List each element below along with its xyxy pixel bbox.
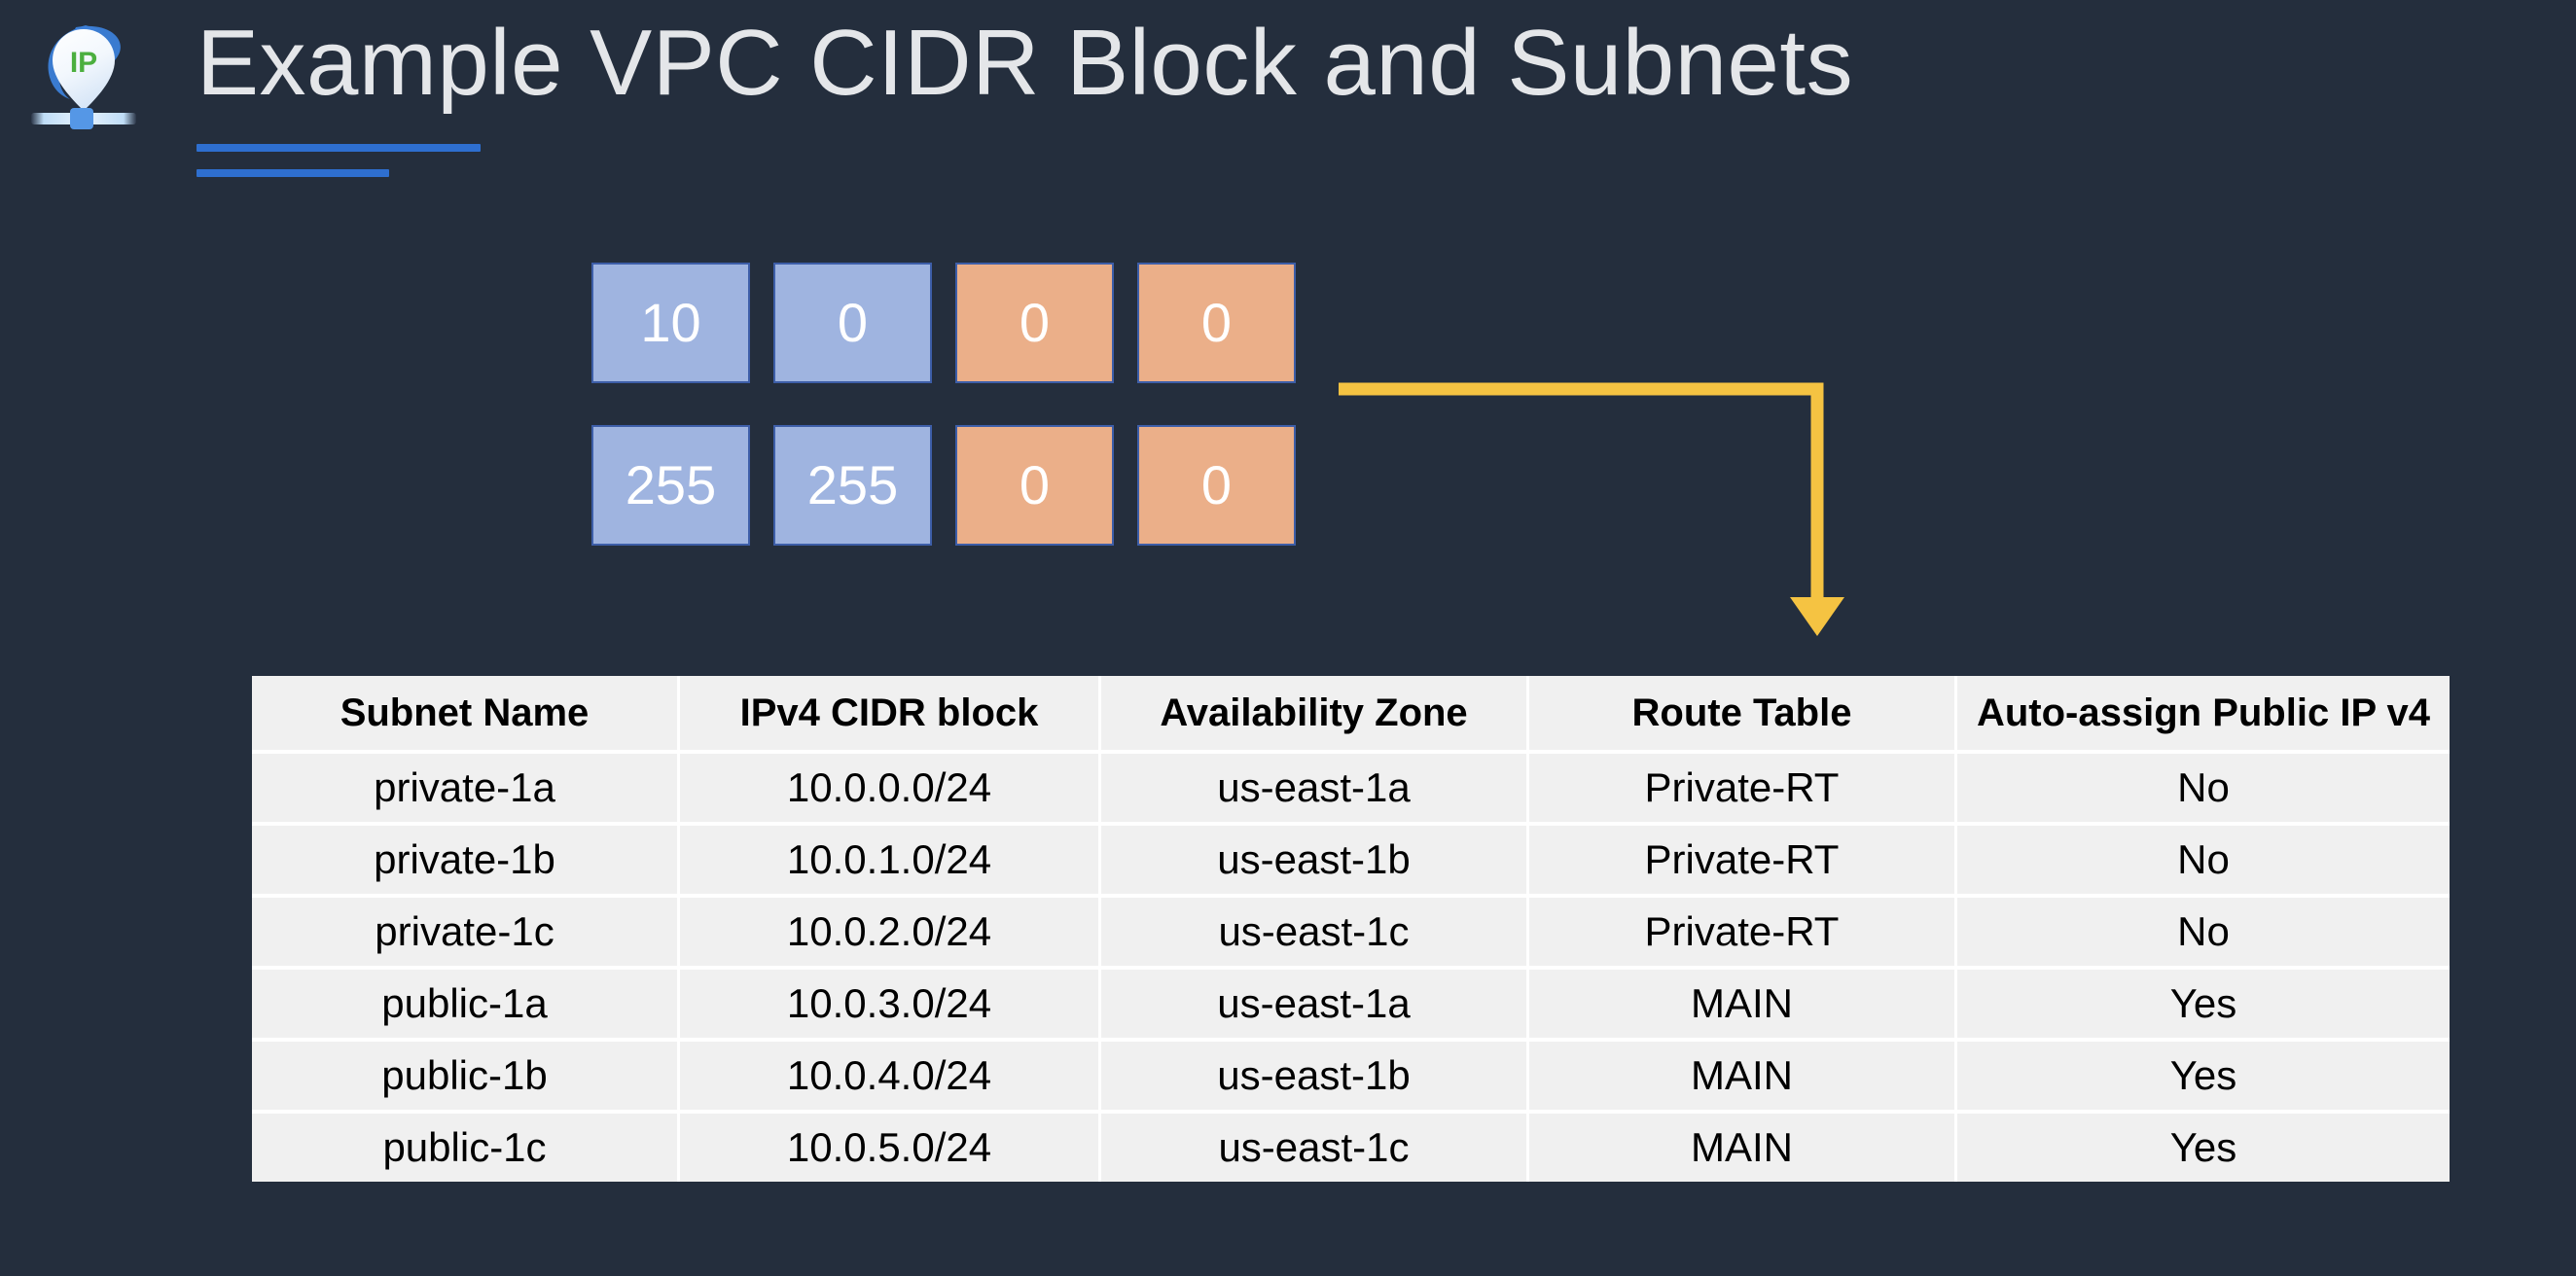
cell-subnet-name: public-1a	[252, 970, 680, 1042]
octet-cell-group: 10 0 0 0	[591, 263, 1296, 383]
octet-cell-1: 0	[773, 263, 932, 383]
cell-subnet-name: public-1c	[252, 1114, 680, 1182]
ip-location-pin-logo: IP	[25, 12, 140, 132]
title-underline-primary	[197, 144, 481, 152]
cell-auto-assign-public-ip: Yes	[1957, 1114, 2450, 1182]
column-header-auto-assign-public-ip: Auto-assign Public IP v4	[1957, 676, 2450, 754]
table-header-row: Subnet Name IPv4 CIDR block Availability…	[252, 676, 2450, 754]
cell-route-table: MAIN	[1529, 1042, 1957, 1114]
cell-subnet-name: private-1a	[252, 754, 680, 826]
cell-availability-zone: us-east-1a	[1101, 970, 1529, 1042]
table-row: private-1b 10.0.1.0/24 us-east-1b Privat…	[252, 826, 2450, 898]
cell-ipv4-cidr-block: 10.0.0.0/24	[680, 754, 1101, 826]
cell-subnet-name: private-1c	[252, 898, 680, 970]
page-title: Example VPC CIDR Block and Subnets	[197, 11, 1854, 115]
cell-availability-zone: us-east-1b	[1101, 1042, 1529, 1114]
title-underline-secondary	[197, 169, 389, 177]
column-header-route-table: Route Table	[1529, 676, 1957, 754]
cell-ipv4-cidr-block: 10.0.2.0/24	[680, 898, 1101, 970]
cell-availability-zone: us-east-1c	[1101, 1114, 1529, 1182]
subnet-table: Subnet Name IPv4 CIDR block Availability…	[252, 676, 2450, 1182]
cell-subnet-name: private-1b	[252, 826, 680, 898]
map-pin-shape	[53, 29, 115, 111]
table-row: private-1a 10.0.0.0/24 us-east-1a Privat…	[252, 754, 2450, 826]
cell-auto-assign-public-ip: Yes	[1957, 1042, 2450, 1114]
table-row: public-1b 10.0.4.0/24 us-east-1b MAIN Ye…	[252, 1042, 2450, 1114]
cell-route-table: MAIN	[1529, 1114, 1957, 1182]
cell-availability-zone: us-east-1b	[1101, 826, 1529, 898]
octets-to-table-arrow	[1333, 381, 1858, 654]
cell-route-table: Private-RT	[1529, 898, 1957, 970]
cell-route-table: Private-RT	[1529, 754, 1957, 826]
cell-route-table: MAIN	[1529, 970, 1957, 1042]
cell-ipv4-cidr-block: 10.0.1.0/24	[680, 826, 1101, 898]
octet-cell-1: 255	[773, 425, 932, 546]
table-row: private-1c 10.0.2.0/24 us-east-1c Privat…	[252, 898, 2450, 970]
cell-subnet-name: public-1b	[252, 1042, 680, 1114]
cell-auto-assign-public-ip: No	[1957, 826, 2450, 898]
cell-auto-assign-public-ip: No	[1957, 898, 2450, 970]
table-row: public-1a 10.0.3.0/24 us-east-1a MAIN Ye…	[252, 970, 2450, 1042]
cell-availability-zone: us-east-1a	[1101, 754, 1529, 826]
octet-cell-2: 0	[955, 263, 1114, 383]
cell-auto-assign-public-ip: Yes	[1957, 970, 2450, 1042]
column-header-ipv4-cidr-block: IPv4 CIDR block	[680, 676, 1101, 754]
column-header-subnet-name: Subnet Name	[252, 676, 680, 754]
table-row: public-1c 10.0.5.0/24 us-east-1c MAIN Ye…	[252, 1114, 2450, 1182]
cell-route-table: Private-RT	[1529, 826, 1957, 898]
octet-cell-2: 0	[955, 425, 1114, 546]
svg-text:IP: IP	[70, 47, 97, 79]
octet-cell-group: 255 255 0 0	[591, 425, 1296, 546]
cell-ipv4-cidr-block: 10.0.5.0/24	[680, 1114, 1101, 1182]
slider-bar-icon	[31, 108, 136, 129]
cell-ipv4-cidr-block: 10.0.3.0/24	[680, 970, 1101, 1042]
cell-availability-zone: us-east-1c	[1101, 898, 1529, 970]
octet-cell-3: 0	[1137, 263, 1296, 383]
octet-cell-0: 10	[591, 263, 750, 383]
cell-ipv4-cidr-block: 10.0.4.0/24	[680, 1042, 1101, 1114]
cell-auto-assign-public-ip: No	[1957, 754, 2450, 826]
octet-cell-3: 0	[1137, 425, 1296, 546]
octet-cell-0: 255	[591, 425, 750, 546]
column-header-availability-zone: Availability Zone	[1101, 676, 1529, 754]
